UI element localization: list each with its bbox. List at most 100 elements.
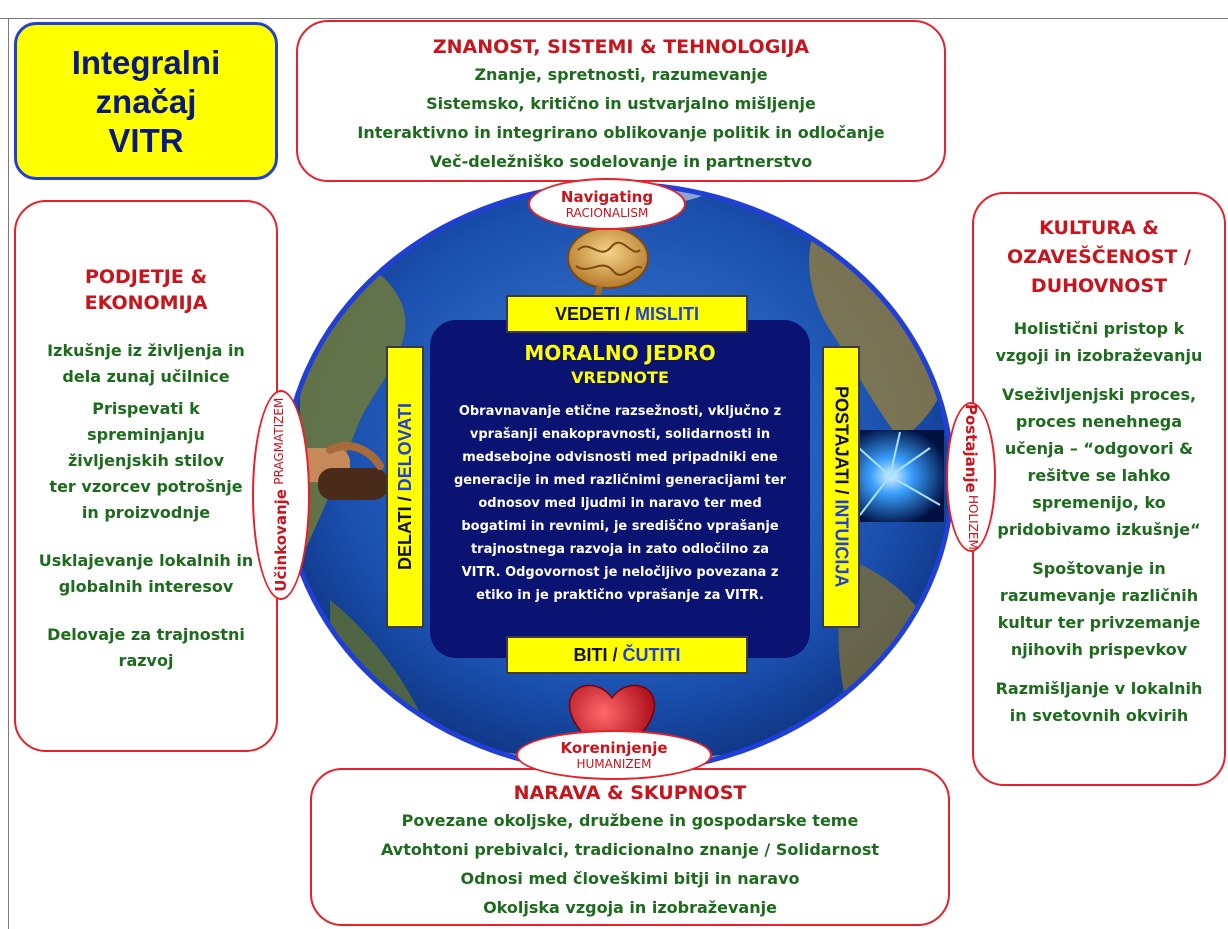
oval-left: Učinkovanje PRAGMATIZEM xyxy=(252,390,310,600)
oval-right-sublabel: HOLIZEM xyxy=(966,494,980,550)
oval-bottom: Koreninjenje HUMANIZEM xyxy=(516,730,712,780)
oval-right-text: Postajanje HOLIZEM xyxy=(962,404,980,550)
label-left-b: DELOVATI xyxy=(394,403,415,492)
label-postajati-intuicija: POSTAJATI / INTUICIJA xyxy=(822,346,860,628)
culture-item-line: Vseživljenjski proces, xyxy=(1001,385,1197,404)
title-line: VITR xyxy=(108,121,184,159)
business-item-line: Prispevati k xyxy=(92,399,200,418)
frame-line-left xyxy=(8,18,9,929)
culture-item-line: in svetovnih okvirih xyxy=(1009,706,1189,725)
label-right-a: POSTAJATI xyxy=(831,386,852,485)
nature-line: Avtohtoni prebivalci, tradicionalno znan… xyxy=(380,840,880,859)
culture-box: KULTURA & OZAVEŠČENOST / DUHOVNOST Holis… xyxy=(972,192,1226,786)
culture-item: Razmišljanje v lokalnih in svetovnih okv… xyxy=(974,675,1224,729)
business-item-line: in proizvodnje xyxy=(81,503,211,522)
label-bottom-sep: / xyxy=(607,644,623,665)
label-top-b: MISLITI xyxy=(635,303,700,324)
label-bottom-a: BITI xyxy=(573,644,608,665)
business-item-line: dela zunaj učilnice xyxy=(62,367,230,386)
oval-top-sublabel: RACIONALISM xyxy=(565,206,649,220)
business-item-line: globalnih interesov xyxy=(58,577,234,596)
business-item-line: življenjskih stilov xyxy=(67,451,225,470)
oval-left-sublabel: PRAGMATIZEM xyxy=(272,398,286,486)
business-item: Izkušnje iz življenja in dela zunaj učil… xyxy=(16,338,276,390)
oval-right: Postajanje HOLIZEM xyxy=(946,402,996,552)
culture-item: Spoštovanje in razumevanje različnih kul… xyxy=(974,555,1224,663)
science-line: Sistemsko, kritično in ustvarjalno mišlj… xyxy=(426,94,816,113)
culture-item-line: njihovih prispevkov xyxy=(1010,640,1188,659)
oval-left-text: Učinkovanje PRAGMATIZEM xyxy=(272,398,290,592)
business-heading-line: PODJETJE & xyxy=(84,266,208,288)
moral-core: MORALNO JEDRO VREDNOTE Obravnavanje etič… xyxy=(430,320,810,658)
business-heading-line: EKONOMIJA xyxy=(84,292,208,314)
culture-heading-line: KULTURA & xyxy=(1039,217,1159,239)
business-item-line: ter vzorcev potrošnje xyxy=(49,477,243,496)
title-line: značaj xyxy=(95,82,197,120)
business-item: Delovaje za trajnostni razvoj xyxy=(16,622,276,674)
business-item: Usklajevanje lokalnih in globalnih inter… xyxy=(16,548,276,600)
business-heading: PODJETJE & EKONOMIJA xyxy=(16,264,276,316)
label-left-sep: / xyxy=(394,491,415,507)
label-vedeti-misliti: VEDETI / MISLITI xyxy=(506,295,748,333)
core-title: MORALNO JEDRO xyxy=(524,341,716,365)
culture-item-line: Holistični pristop k xyxy=(1013,319,1185,338)
science-line: Interaktivno in integrirano oblikovanje … xyxy=(357,123,885,142)
label-left-text: DELATI / DELOVATI xyxy=(395,403,416,570)
business-item-line: Izkušnje iz življenja in xyxy=(47,341,245,360)
business-item-line: razvoj xyxy=(118,651,174,670)
culture-item-line: proces nenehnega xyxy=(1015,412,1183,431)
oval-top: Navigating RACIONALISM xyxy=(528,178,686,230)
label-right-b: INTUICIJA xyxy=(831,499,852,588)
core-text-line: trajnostnega razvoja in zato odločilno z… xyxy=(470,542,770,557)
core-text-line: medsebojne odvisnosti med pripadniki ene xyxy=(462,450,778,465)
oval-right-label: Postajanje xyxy=(962,404,980,493)
label-right-text: POSTAJATI / INTUICIJA xyxy=(831,386,852,587)
culture-item-line: učenja – “odgovori & xyxy=(1004,439,1194,458)
frame-line-top xyxy=(0,18,1228,19)
core-text-line: etiko in je praktično vprašanje za VITR. xyxy=(476,588,764,603)
core-text-line: odnosov med ljudmi in naravo ter med xyxy=(478,496,762,511)
label-left-a: DELATI xyxy=(394,506,415,571)
science-heading: ZNANOST, SISTEMI & TEHNOLOGIJA xyxy=(432,36,810,58)
oval-bottom-label: Koreninjenje xyxy=(560,739,668,757)
culture-item-line: rešitve se lahko xyxy=(1027,466,1171,485)
nature-line: Povezane okoljske, družbene in gospodars… xyxy=(401,811,859,830)
core-text-line: bogatimi in revnimi, je središčno vpraša… xyxy=(461,519,779,534)
label-delati-delovati: DELATI / DELOVATI xyxy=(386,346,424,628)
label-biti-cutiti: BITI / ČUTITI xyxy=(506,636,748,674)
core-text: Obravnavanje etične razsežnosti, vključn… xyxy=(430,400,810,607)
business-item-line: spreminjanju xyxy=(87,425,205,444)
label-right-sep: / xyxy=(831,484,852,500)
nature-heading: NARAVA & SKUPNOST xyxy=(513,782,747,804)
oval-bottom-sublabel: HUMANIZEM xyxy=(576,757,652,771)
science-line: Več-deležniško sodelovanje in partnerstv… xyxy=(429,152,813,171)
nature-box: NARAVA & SKUPNOST Povezane okoljske, dru… xyxy=(310,768,950,926)
culture-item-line: razumevanje različnih xyxy=(999,586,1199,605)
culture-item-line: spremenijo, ko xyxy=(1032,493,1166,512)
science-box: ZNANOST, SISTEMI & TEHNOLOGIJA Znanje, s… xyxy=(296,20,946,182)
culture-item-line: pridobivamo izkušnje“ xyxy=(997,520,1201,539)
culture-heading-line: OZAVEŠČENOST / xyxy=(1007,246,1191,268)
business-box: PODJETJE & EKONOMIJA Izkušnje iz življen… xyxy=(14,200,278,752)
nature-line: Okoljska vzgoja in izobraževanje xyxy=(483,898,777,917)
core-text-line: generacije in med različnimi generacijam… xyxy=(453,473,787,488)
culture-item-line: Spoštovanje in xyxy=(1032,559,1166,578)
title-line: Integralni xyxy=(71,43,221,81)
culture-item: Vseživljenjski proces, proces nenehnega … xyxy=(974,381,1224,543)
title-box: Integralni značaj VITR xyxy=(14,22,278,180)
core-text-line: Obravnavanje etične razsežnosti, vključn… xyxy=(458,404,782,419)
oval-top-label: Navigating xyxy=(560,188,654,206)
culture-heading-line: DUHOVNOST xyxy=(1030,275,1168,297)
culture-item-line: kultur ter privzemanje xyxy=(997,613,1201,632)
heart-icon xyxy=(568,684,656,766)
culture-heading: KULTURA & OZAVEŠČENOST / DUHOVNOST xyxy=(974,214,1224,301)
business-item: Prispevati k spreminjanju življenjskih s… xyxy=(16,396,276,526)
culture-item: Holistični pristop k vzgoji in izobražev… xyxy=(974,315,1224,369)
culture-item-line: Razmišljanje v lokalnih xyxy=(995,679,1203,698)
label-top-sep: / xyxy=(620,303,636,324)
label-top-a: VEDETI xyxy=(554,303,620,324)
business-item-line: Usklajevanje lokalnih in xyxy=(38,551,254,570)
nature-line: Odnosi med človeškimi bitji in naravo xyxy=(460,869,800,888)
business-item-line: Delovaje za trajnostni xyxy=(47,625,245,644)
oval-left-label: Učinkovanje xyxy=(272,489,290,592)
